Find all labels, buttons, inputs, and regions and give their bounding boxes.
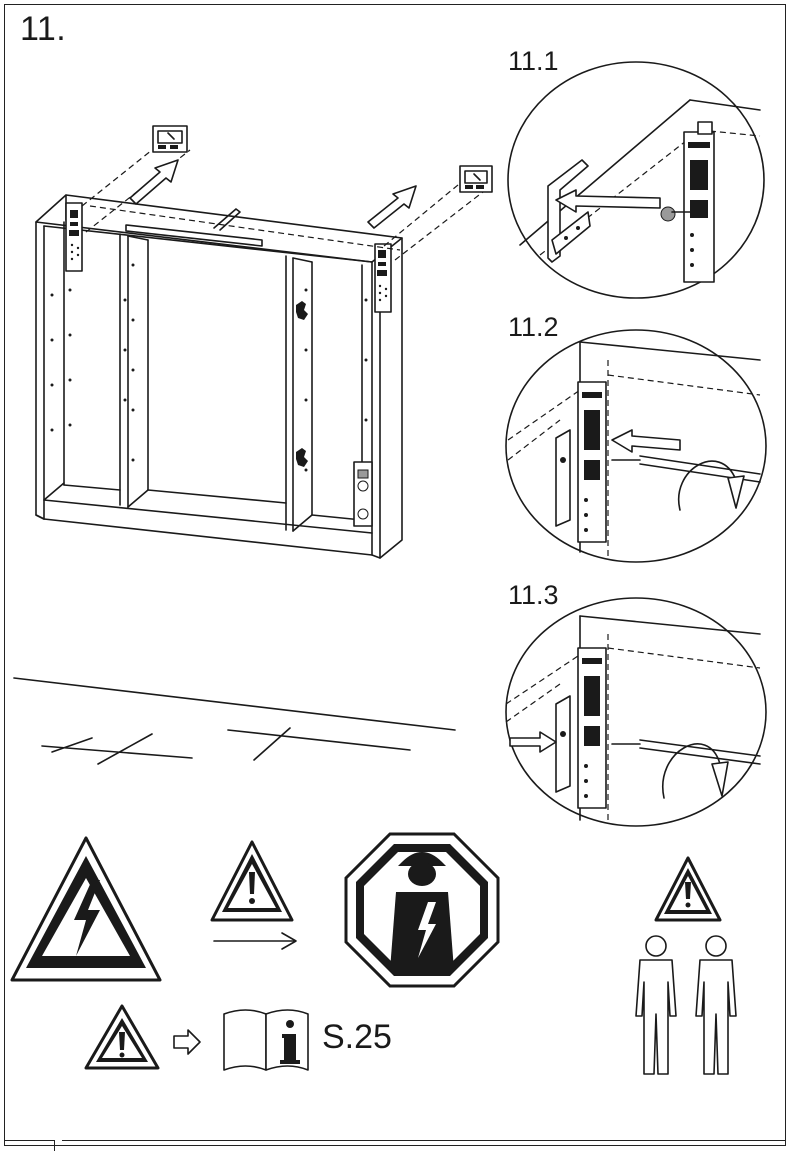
detail-circle-11-3 xyxy=(505,597,767,827)
electric-hazard-icon xyxy=(10,836,162,982)
detail-circle-11-1 xyxy=(507,61,765,299)
page-frame xyxy=(4,4,786,1146)
detail-circle-11-2 xyxy=(505,329,767,563)
manual-info-icon xyxy=(223,1009,309,1071)
open-arrow-icon xyxy=(173,1029,201,1055)
footer-page-box xyxy=(4,1140,55,1151)
detail-label-11-2: 11.2 xyxy=(508,312,559,342)
detail-label-11-3: 11.3 xyxy=(508,580,559,610)
two-persons-icon xyxy=(635,935,737,1075)
footer-rule xyxy=(62,1140,786,1141)
cabinet-illustration xyxy=(35,125,493,559)
caution-arrow-icon xyxy=(210,840,297,950)
caution-icon xyxy=(84,1004,160,1070)
reference-page-label: S.25 xyxy=(322,1018,392,1056)
caution-two-persons-icon xyxy=(654,856,722,922)
step-number: 11. xyxy=(20,10,67,48)
electrician-icon xyxy=(344,832,500,988)
wall-floor-lines xyxy=(13,677,456,765)
detail-label-11-1: 11.1 xyxy=(508,46,559,76)
